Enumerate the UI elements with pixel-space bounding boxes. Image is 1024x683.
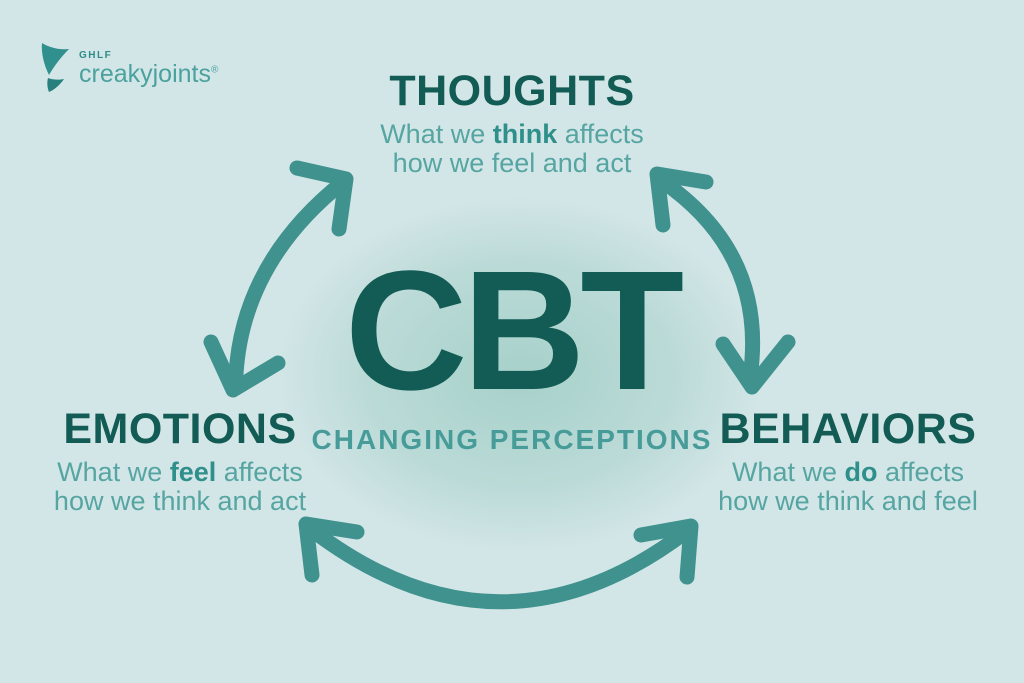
logo-name-row: creakyjoints®: [79, 62, 218, 87]
behaviors-line2: how we think and feel: [718, 486, 978, 516]
logo-name-label: creakyjoints: [79, 60, 211, 88]
emotions-line1-pre: What we: [57, 457, 170, 487]
emotions-keyword: feel: [169, 457, 217, 487]
logo-org-label: GHLF: [79, 50, 113, 61]
behaviors-line1-pre: What we: [731, 457, 845, 487]
thoughts-line1-pre: What we: [380, 119, 493, 149]
logo-text: GHLF creakyjoints®: [79, 50, 218, 87]
double-arrow-emotions-thoughts-icon: [203, 160, 354, 398]
center-cbt: CBT CHANGING PERCEPTIONS: [252, 246, 772, 456]
double-arrow-behaviors-emotions-icon: [298, 516, 699, 610]
behaviors-keyword: do: [844, 457, 878, 487]
thoughts-line1-post: affects: [557, 119, 644, 149]
emotions-line1-post: affects: [216, 457, 303, 487]
emotions-line2: how we think and act: [53, 486, 307, 516]
thoughts-title: THOUGHTS: [389, 67, 635, 115]
thoughts-line2: how we feel and act: [392, 148, 632, 178]
cbt-acronym: CBT: [344, 236, 684, 426]
behaviors-title: BEHAVIORS: [719, 405, 977, 453]
emotions-title: EMOTIONS: [63, 405, 297, 453]
cbt-tagline: CHANGING PERCEPTIONS: [311, 424, 713, 455]
behaviors-line1-post: affects: [877, 457, 965, 487]
brand-logo: GHLF creakyjoints®: [36, 42, 218, 92]
creakyjoints-bird-icon: [41, 43, 69, 92]
double-arrow-thoughts-behaviors-icon: [649, 166, 796, 395]
thoughts-keyword: think: [492, 119, 558, 149]
registered-mark: ®: [211, 64, 219, 76]
